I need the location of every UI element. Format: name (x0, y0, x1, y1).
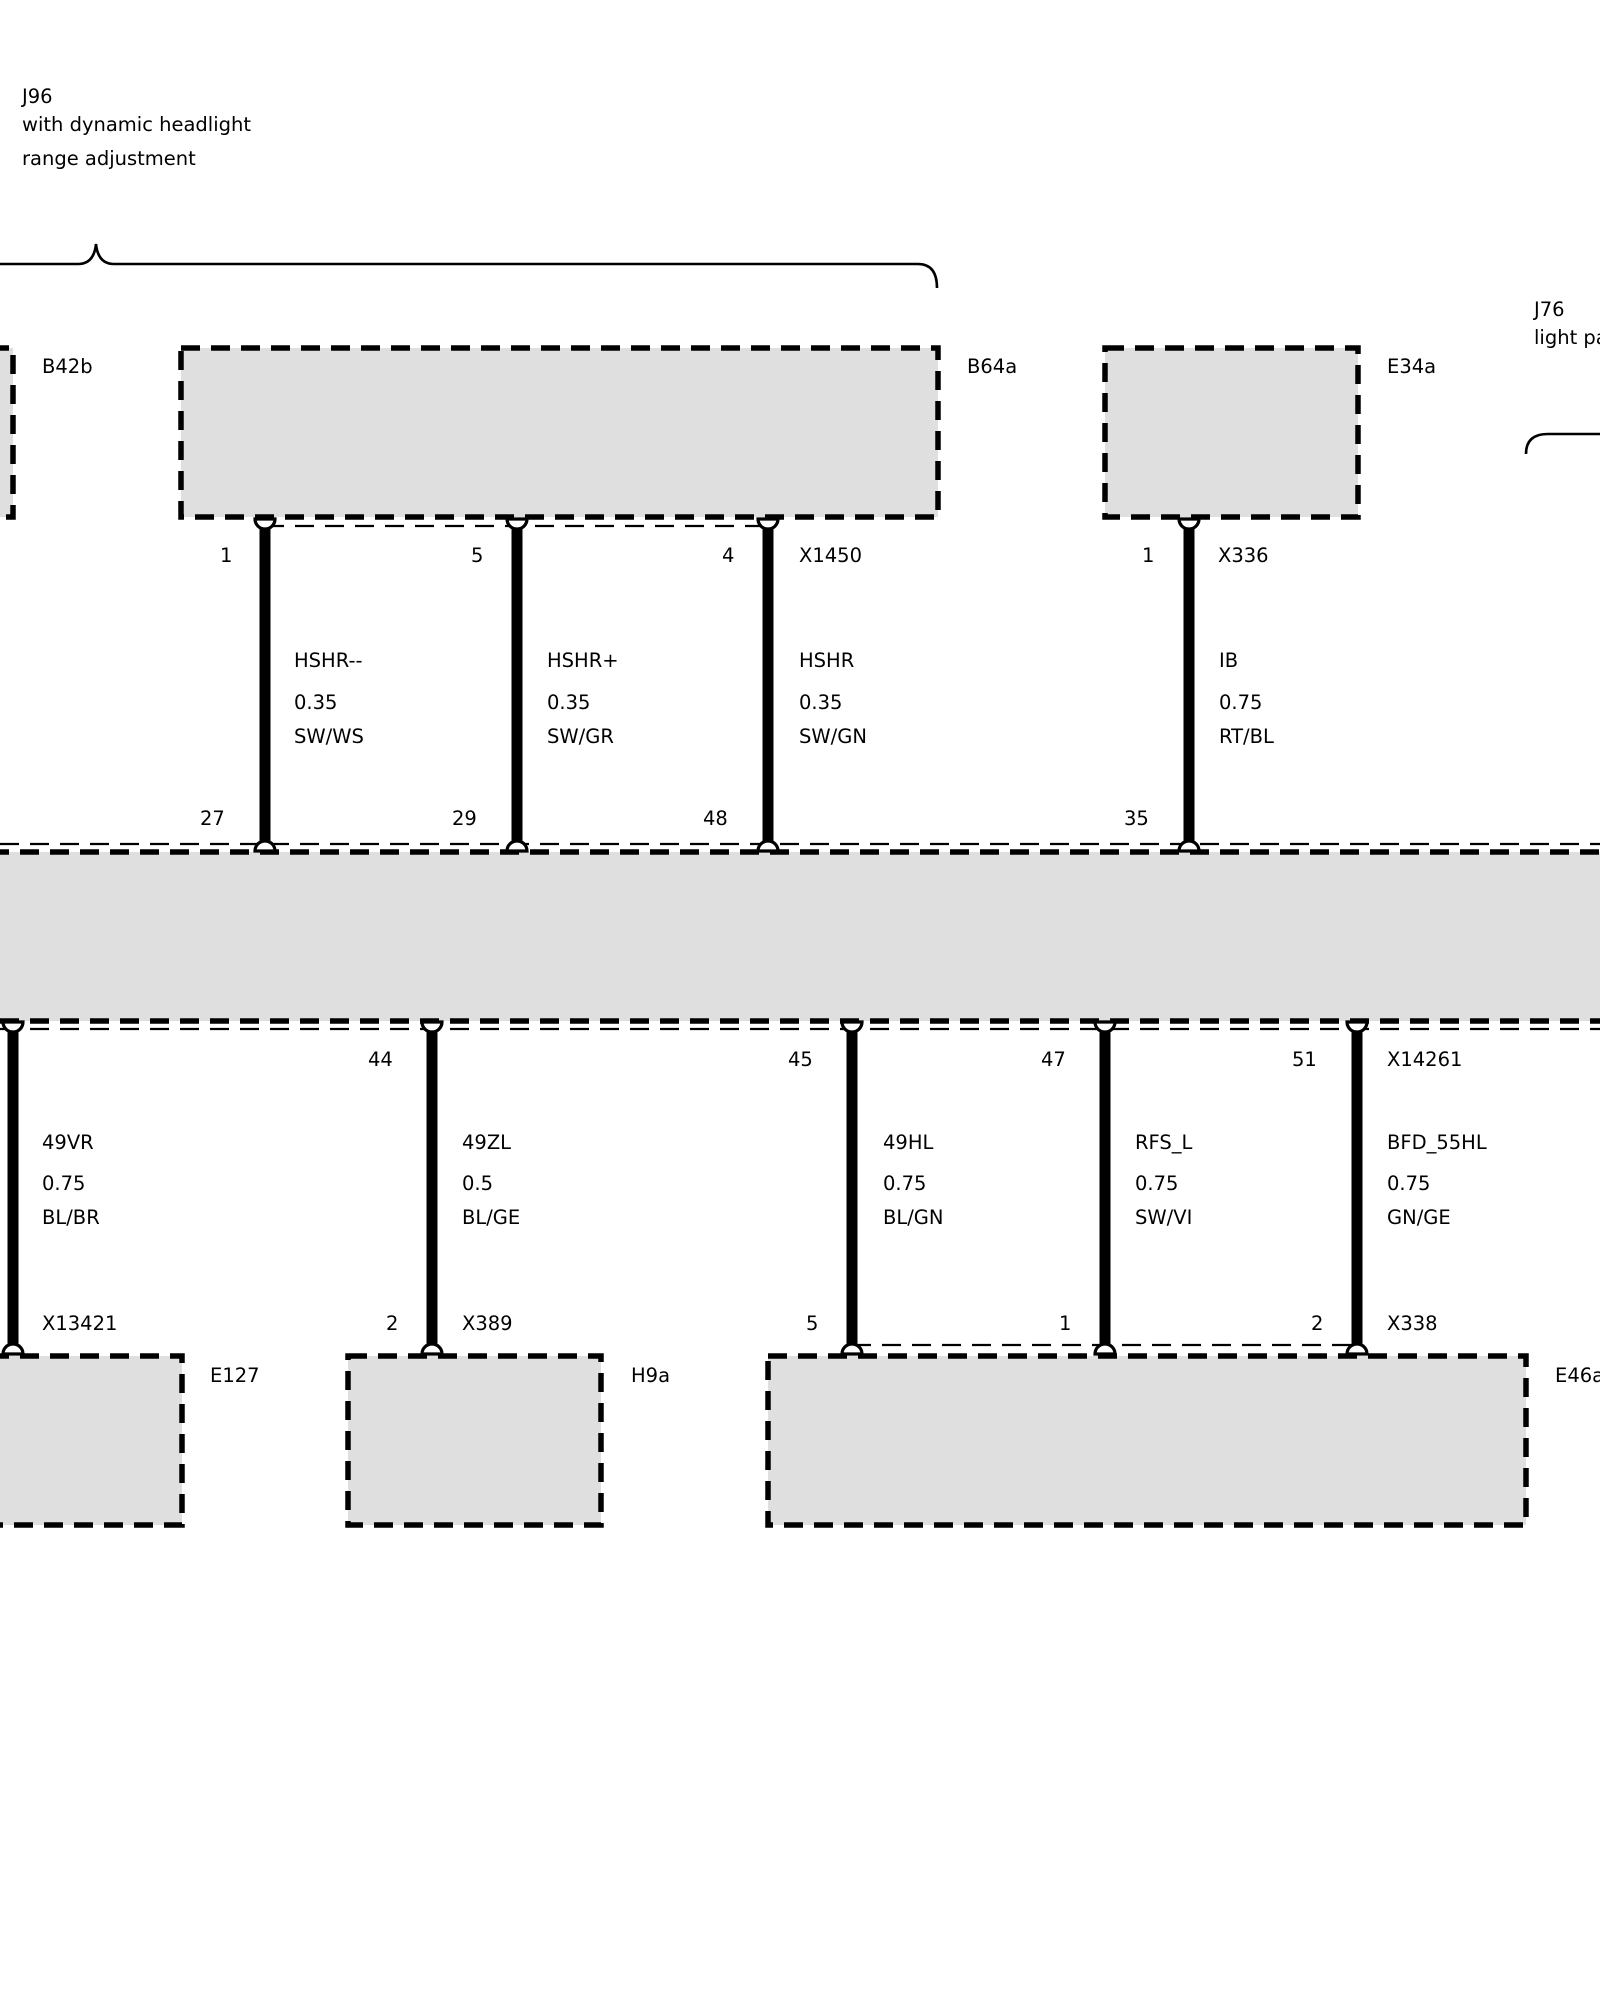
pin-label: 51 (1292, 1048, 1317, 1071)
wire-color-label: SW/GR (547, 725, 614, 748)
pin-label: 1 (1142, 544, 1154, 567)
connector-x338-label: X338 (1387, 1312, 1438, 1335)
group-j96-bracket (0, 243, 939, 289)
connector-x13421-label: X13421 (42, 1312, 117, 1335)
wire-color-label: SW/GN (799, 725, 867, 748)
wire-color-label: RT/BL (1219, 725, 1274, 748)
pin-label: 4 (722, 544, 734, 567)
wire-signal-label: 49VR (42, 1131, 94, 1154)
wire-gauge-label: 0.75 (1135, 1172, 1178, 1195)
pin-terminals (1, 517, 1369, 1356)
group-j96-code: J96 (20, 85, 53, 108)
wire-signal-label: IB (1219, 649, 1238, 672)
wire-signal-label: BFD_55HL (1387, 1131, 1487, 1154)
pin-label: 2 (1311, 1312, 1323, 1335)
pin-label: 1 (220, 544, 232, 567)
wire-color-label: BL/GE (462, 1206, 520, 1229)
component-h9a-label: H9a (631, 1364, 670, 1387)
connector-x1450-label: X1450 (799, 544, 862, 567)
pin-label: 5 (471, 544, 483, 567)
pin-label: 5 (806, 1312, 818, 1335)
component-b42b-label: B42b (42, 355, 93, 378)
pin-label: 45 (788, 1048, 813, 1071)
wire-gauge-label: 0.75 (1219, 691, 1262, 714)
wire-color-label: BL/BR (42, 1206, 100, 1229)
component-e46a-label: E46a (1555, 1364, 1600, 1387)
wire-signal-label: RFS_L (1135, 1131, 1193, 1154)
pin-label: 29 (452, 807, 477, 830)
component-b64a-box (178, 345, 941, 520)
component-b64a-label: B64a (967, 355, 1017, 378)
wire-gauge-label: 0.75 (42, 1172, 85, 1195)
group-j76-bracket (1524, 432, 1600, 455)
control-unit-box (0, 849, 1600, 1024)
group-j96-line2: range adjustment (22, 147, 196, 170)
group-j76-code: J76 (1532, 298, 1565, 321)
component-e34a-label: E34a (1387, 355, 1436, 378)
wire-signal-label: HSHR+ (547, 649, 619, 672)
wire-color-label: BL/GN (883, 1206, 944, 1229)
pin-label: 27 (200, 807, 225, 830)
connector-x389-label: X389 (462, 1312, 513, 1335)
wire-signal-label: HSHR (799, 649, 854, 672)
wire-gauge-label: 0.35 (294, 691, 337, 714)
component-b42b-box (0, 345, 16, 520)
component-e127-label: E127 (210, 1364, 260, 1387)
wire-signal-label: 49ZL (462, 1131, 511, 1154)
wire-gauge-label: 0.35 (799, 691, 842, 714)
pin-label: 47 (1041, 1048, 1066, 1071)
pin-label: 48 (703, 807, 728, 830)
wire-gauge-label: 0.75 (883, 1172, 926, 1195)
pin-label: 35 (1124, 807, 1149, 830)
pin-label: 1 (1059, 1312, 1071, 1335)
wire-color-label: SW/VI (1135, 1206, 1192, 1229)
group-j76-line1: light pa (1534, 326, 1600, 349)
wire-color-label: SW/WS (294, 725, 364, 748)
group-j96-line1: with dynamic headlight (22, 113, 251, 136)
component-h9a-box (345, 1353, 604, 1528)
wire-color-label: GN/GE (1387, 1206, 1451, 1229)
connector-x14261-label: X14261 (1387, 1048, 1462, 1071)
pin-label: 2 (386, 1312, 398, 1335)
wire-signal-label: 49HL (883, 1131, 933, 1154)
component-e46a-box (765, 1353, 1529, 1528)
component-e34a-box (1102, 345, 1361, 520)
wire-gauge-label: 0.5 (462, 1172, 493, 1195)
wire-gauge-label: 0.35 (547, 691, 590, 714)
wire-gauge-label: 0.75 (1387, 1172, 1430, 1195)
pin-label: 44 (368, 1048, 393, 1071)
component-e127-box (0, 1353, 185, 1528)
wire-signal-label: HSHR-- (294, 649, 363, 672)
connector-x336-label: X336 (1218, 544, 1269, 567)
